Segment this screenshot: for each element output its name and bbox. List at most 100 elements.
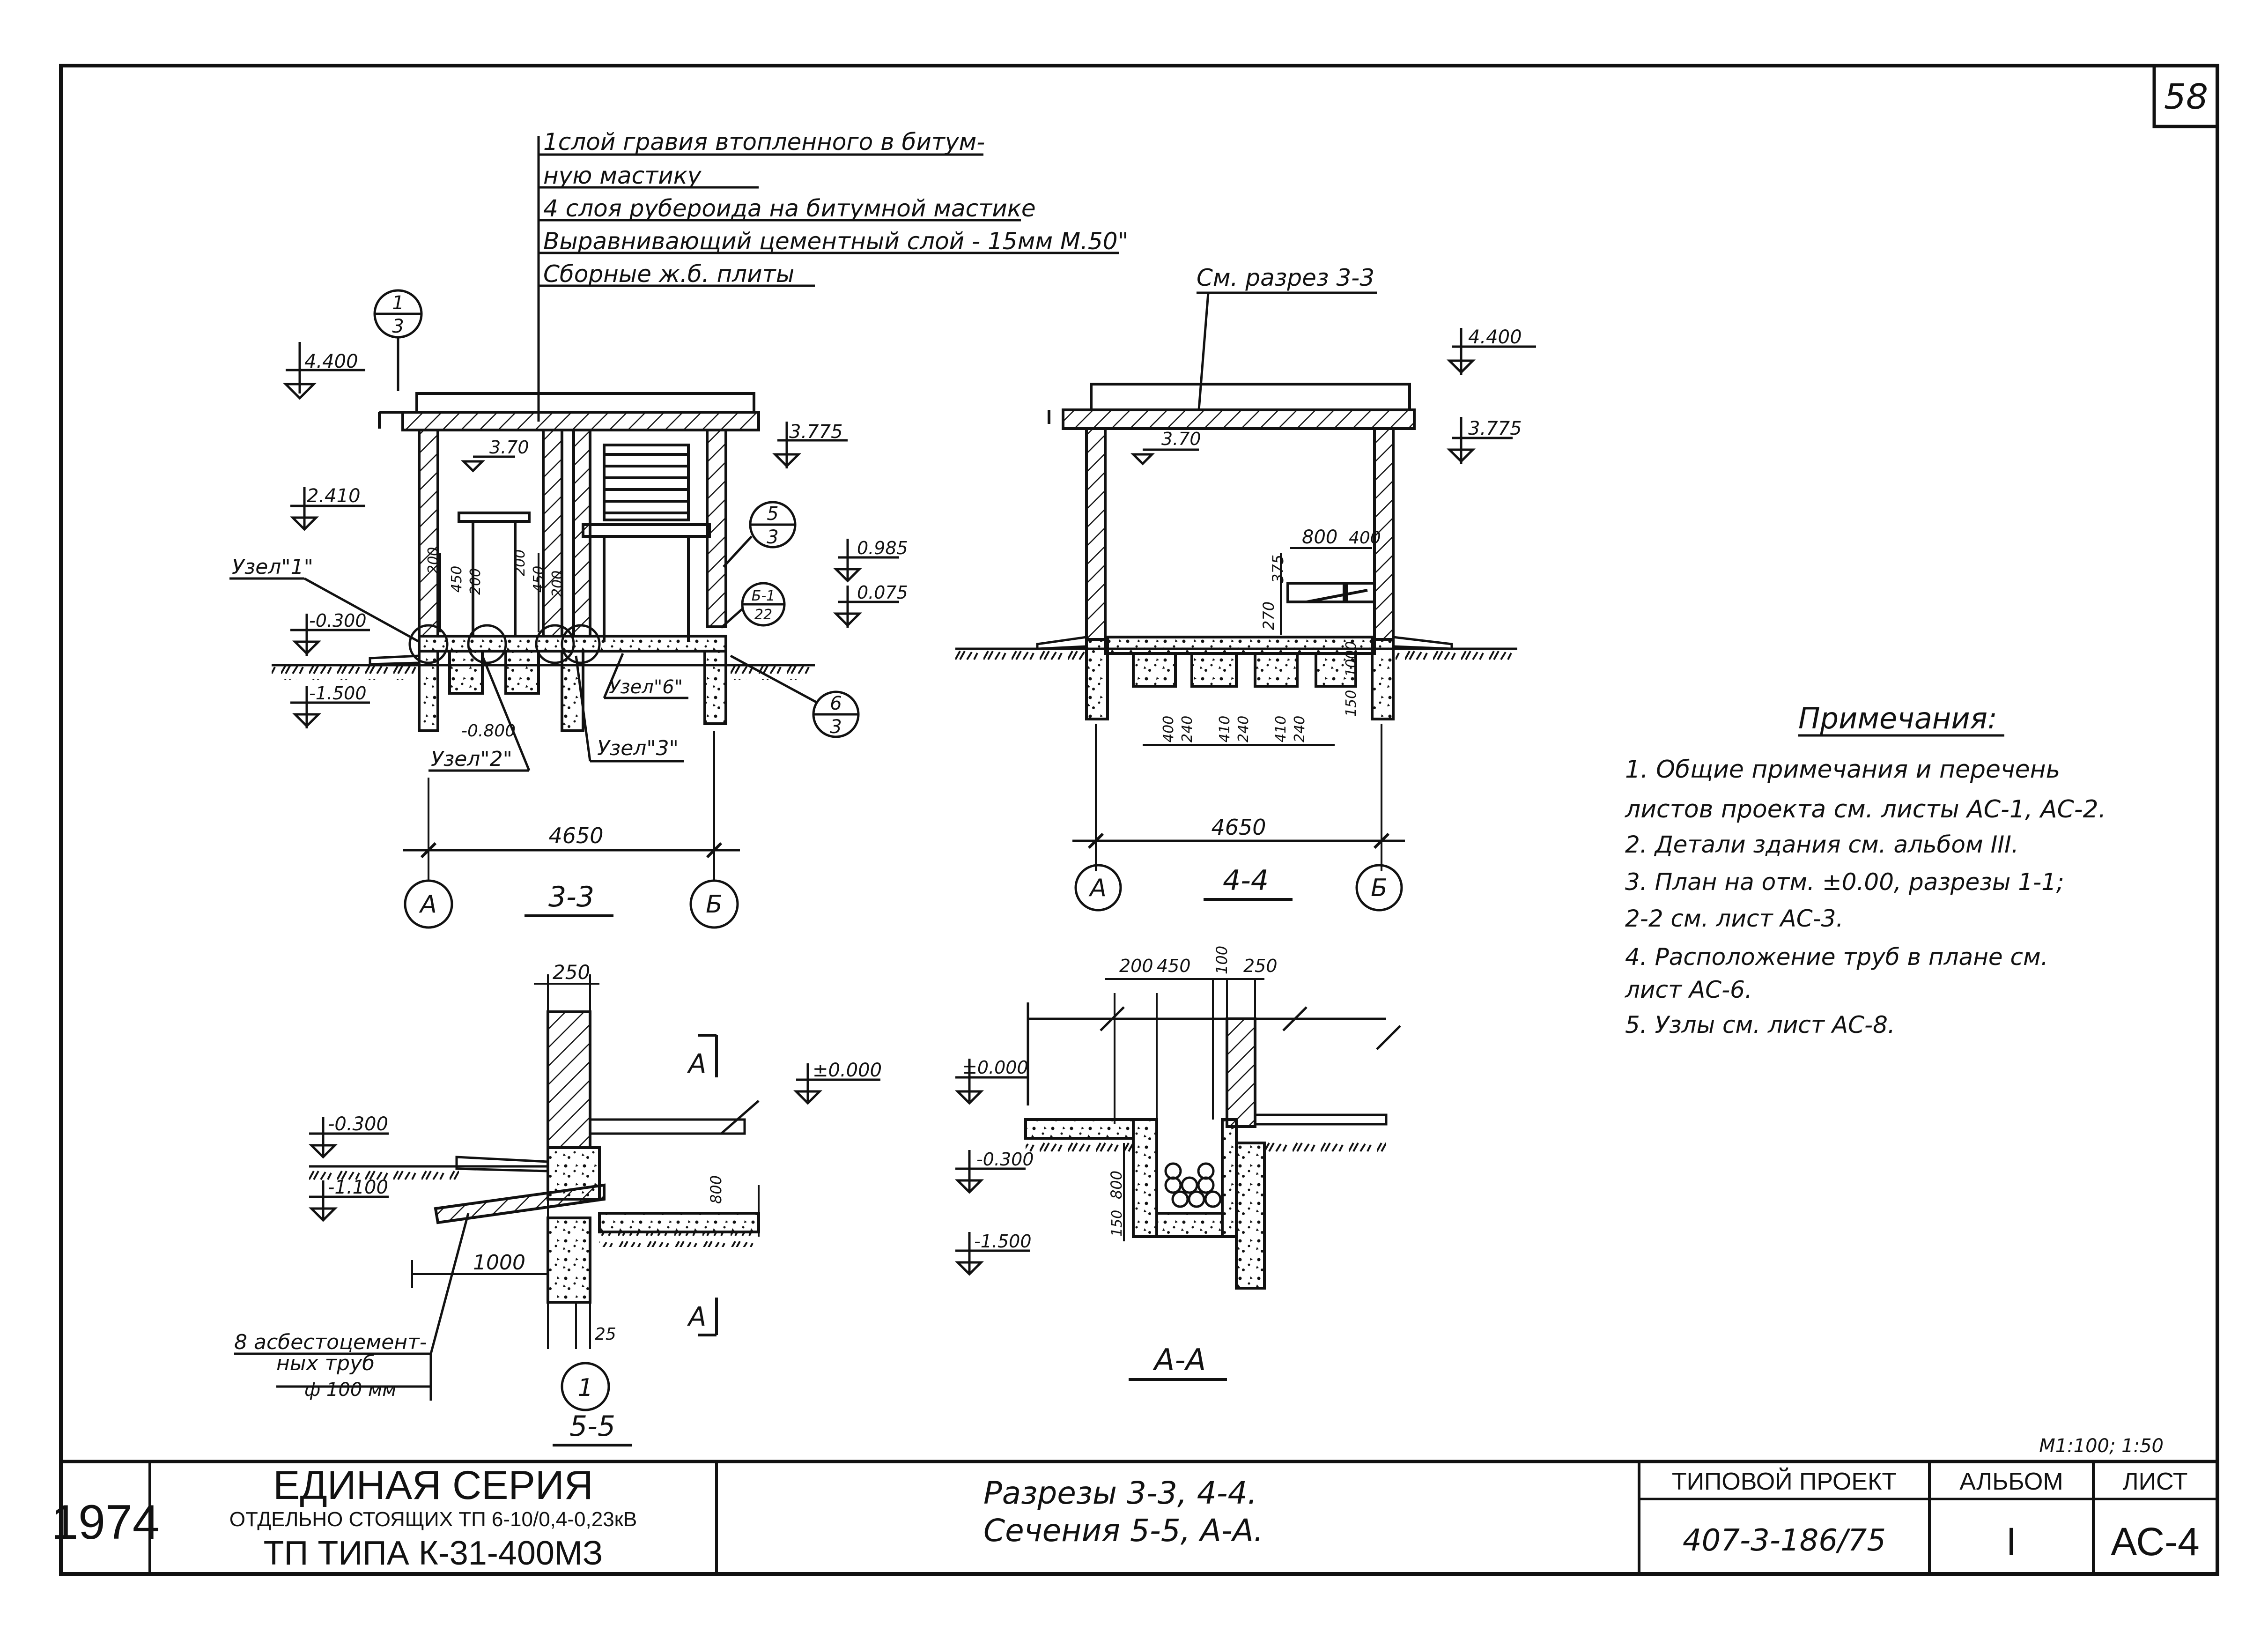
note-line-4: 3. План на отм. ±0.00, разрезы 1-1; — [1625, 868, 2064, 896]
callout-1-3 — [373, 289, 423, 391]
axis-1-55: 1 — [577, 1374, 593, 1402]
scale-label: М1:100; 1:50 — [2039, 1435, 2164, 1457]
series-title: ЕДИНАЯ СЕРИЯ — [273, 1463, 593, 1508]
marker-a-55-top: А — [687, 1049, 706, 1079]
elev-marker-3775 — [772, 422, 848, 468]
axis-b-3-3: Б — [706, 890, 723, 919]
callout-6-3-bottom: 3 — [830, 716, 842, 738]
callout-6-3 — [730, 654, 860, 738]
elev-2410: 2.410 — [307, 485, 361, 507]
roof-layer-1: 1слой гравия втопленного в битум- — [543, 128, 985, 156]
node-6-label: Узел"6" — [609, 676, 683, 698]
roof-layers-note: 1слой гравия втопленного в битум- ную ма… — [537, 128, 1129, 422]
elev-marker-4400 — [282, 342, 365, 400]
dim-800-55: 800 — [707, 1175, 725, 1204]
elev-marker-0985 — [833, 539, 899, 583]
louvre-vent — [582, 444, 711, 642]
dim-800-44: 800 — [1302, 527, 1337, 548]
marker-a-55-bottom: А — [687, 1302, 706, 1332]
section-3-3-title: 3-3 — [548, 881, 594, 913]
elev-marker-0075 — [833, 586, 899, 628]
dim-b-1: 400 — [1160, 716, 1177, 742]
album-label: АЛЬБОМ — [1959, 1468, 2063, 1495]
dim-v-4: 200 — [512, 549, 528, 576]
notes-block: Примечания: 1. Общие примечания и перече… — [1625, 701, 2106, 1039]
node-1-label: Узел"1" — [232, 555, 313, 579]
axis-a-3-3: А — [419, 890, 437, 919]
roof-layer-5: Сборные ж.б. плиты — [543, 260, 794, 288]
callout-5-3-bottom: 3 — [767, 527, 778, 548]
callout-5-3 — [723, 501, 797, 568]
dim-v-5: 450 — [531, 566, 547, 593]
section-a-a: 200 450 100 250 ±0.000 — [954, 946, 1401, 1381]
dim-400-44: 400 — [1349, 528, 1381, 548]
notes-heading: Примечания: — [1798, 701, 1997, 735]
dim-v-3: 200 — [467, 568, 484, 595]
callout-5-3-top: 5 — [767, 503, 778, 525]
dim-aa-3: 100 — [1213, 946, 1231, 974]
callout-6-3-top: 6 — [830, 693, 842, 714]
dim-b-5: 410 — [1273, 716, 1289, 742]
section-3-3: 4.400 3.775 3.70 2.410 0.985 — [229, 289, 908, 929]
dim-150-44: 150 — [1343, 690, 1359, 717]
callout-b1-22 — [720, 582, 786, 629]
elev-marker-370 — [460, 455, 515, 473]
pipe-bundle — [1164, 1162, 1222, 1208]
drawing-title-2: Сечения 5-5, А-А. — [983, 1513, 1263, 1549]
pipes-note-2: ных труб — [276, 1351, 375, 1375]
vertical-dims-3-3: 200 450 200 200 450 200 — [425, 547, 566, 632]
note-line-2: листов проекта см. листы АС-1, АС-2. — [1625, 795, 2106, 823]
node-2-label: Узел"2" — [431, 747, 512, 771]
dim-aa-4: 250 — [1243, 956, 1278, 976]
note-line-8: 5. Узлы см. лист АС-8. — [1625, 1011, 1895, 1039]
tp-type: ТП ТИПА К-31-400МЗ — [264, 1535, 603, 1572]
callout-b1-top: Б-1 — [752, 588, 776, 604]
dim-1000-55: 1000 — [473, 1251, 525, 1275]
elev-3775-left: 3.775 — [789, 421, 843, 443]
elev-m0300-left: -0.300 — [309, 610, 367, 631]
node-3-label: Узел"3" — [597, 736, 679, 760]
drawing-title-1: Разрезы 3-3, 4-4. — [983, 1475, 1257, 1511]
dim-b-6: 240 — [1292, 716, 1308, 742]
elev-0000-aa: ±0.000 — [962, 1057, 1028, 1078]
elev-370-right: 3.70 — [1161, 429, 1201, 449]
elev-m0800: -0.800 — [461, 721, 516, 741]
elev-marker-m0300 — [290, 614, 370, 656]
project-number: 407-3-186/75 — [1683, 1523, 1886, 1558]
sheet-label: ЛИСТ — [2122, 1468, 2187, 1495]
elev-m1500-left: -1.500 — [309, 683, 367, 704]
dim-800-aa: 800 — [1108, 1171, 1125, 1199]
axis-a-4-4: А — [1088, 874, 1107, 902]
elev-m0300-55: -0.300 — [328, 1113, 388, 1135]
callout-b1-bottom: 22 — [754, 607, 772, 623]
note-line-5: 2-2 см. лист АС-3. — [1625, 905, 1843, 932]
callout-1-3-top: 1 — [392, 292, 404, 314]
axis-b-4-4: Б — [1371, 874, 1388, 902]
section-4-4-title: 4-4 — [1223, 864, 1269, 897]
dim-25-55: 25 — [595, 1325, 616, 1344]
elev-marker-m1500 — [290, 686, 370, 728]
dim-b-3: 410 — [1217, 716, 1233, 742]
note-line-7: лист АС-6. — [1625, 976, 1752, 1003]
dim-1000-44: 1000 — [1343, 641, 1359, 677]
sheet-value: АС-4 — [2111, 1520, 2200, 1564]
elev-m0300-aa: -0.300 — [976, 1149, 1034, 1170]
callout-1-3-bottom: 3 — [392, 316, 404, 337]
album-value: I — [2006, 1520, 2017, 1564]
sheet-number: 58 — [2164, 77, 2208, 117]
roof-layer-4: Выравнивающий цементный слой - 15мм М.50… — [543, 228, 1129, 255]
pipes-note-3: ф 100 мм — [304, 1379, 396, 1401]
dim-b-2: 240 — [1179, 716, 1196, 742]
ref-3-3: См. разрез 3-3 — [1197, 264, 1374, 291]
project-label: ТИПОВОЙ ПРОЕКТ — [1672, 1468, 1897, 1495]
dim-v-6: 200 — [549, 571, 566, 597]
elev-0075: 0.075 — [857, 582, 908, 603]
title-block — [61, 1460, 2217, 1574]
elev-0985: 0.985 — [857, 538, 908, 558]
elev-3775-right: 3.775 — [1468, 418, 1522, 439]
series-subtitle: ОТДЕЛЬНО СТОЯЩИХ ТП 6-10/0,4-0,23кВ — [229, 1508, 637, 1531]
roof-layer-3: 4 слоя рубероида на битумной мастике — [543, 195, 1036, 222]
dim-375-44: 375 — [1269, 555, 1287, 583]
elev-4400-right: 4.400 — [1468, 326, 1522, 348]
dim-b-4: 240 — [1235, 716, 1252, 742]
